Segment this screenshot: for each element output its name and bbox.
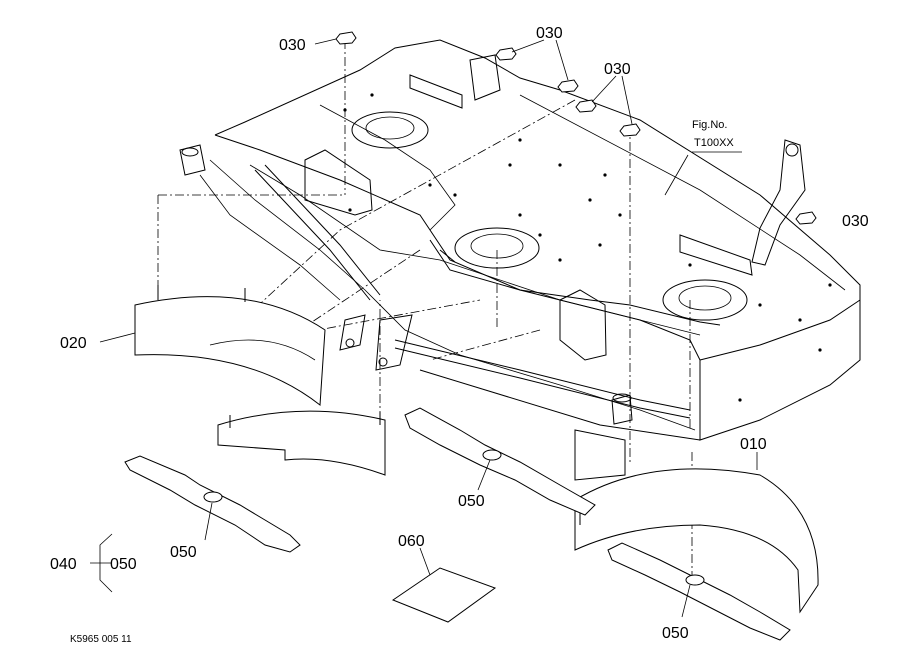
- blade-guard-020: [134, 285, 326, 406]
- blade-guard-010: [574, 429, 819, 614]
- nut-icon: [495, 47, 517, 61]
- callout-050: 050: [170, 544, 197, 561]
- nut-icon: [619, 123, 641, 137]
- callout-labels: 030 030 030 030 020 010 050 050 050 040 …: [50, 25, 869, 645]
- drawing-code: K5965 005 11: [70, 634, 132, 645]
- nut-icon: [575, 99, 597, 113]
- callout-030: 030: [279, 37, 306, 54]
- callout-040: 040: [50, 556, 77, 573]
- callout-030: 030: [842, 213, 869, 230]
- callout-050: 050: [110, 556, 137, 573]
- linkage-rods: [254, 164, 691, 425]
- mower-blade-center: [404, 407, 596, 516]
- callout-010: 010: [740, 436, 767, 453]
- callout-030: 030: [604, 61, 631, 78]
- mower-deck-housing: [179, 39, 861, 441]
- callout-050: 050: [458, 493, 485, 510]
- nut-icon: [795, 211, 817, 225]
- deck-bolt-holes: [343, 93, 832, 402]
- spindle-openings: [351, 111, 748, 321]
- hex-nuts-030: [335, 31, 817, 225]
- nut-icon: [335, 31, 357, 45]
- callout-050: 050: [662, 625, 689, 642]
- label-sheet-060: [391, 567, 497, 623]
- blade-guard-lower-left: [217, 410, 386, 476]
- callout-leaders: [90, 38, 758, 618]
- callout-030: 030: [536, 25, 563, 42]
- callout-020: 020: [60, 335, 87, 352]
- fig-ref-number: T100XX: [694, 137, 734, 149]
- callout-060: 060: [398, 533, 425, 550]
- fig-ref-label: Fig.No.: [692, 119, 727, 131]
- mower-blade-right: [607, 542, 791, 641]
- nut-icon: [557, 79, 579, 93]
- mower-blade-left: [124, 455, 301, 553]
